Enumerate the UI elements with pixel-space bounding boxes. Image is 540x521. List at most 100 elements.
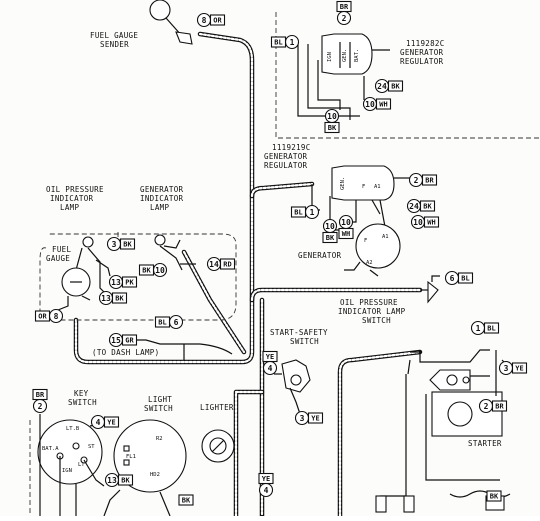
- terminal-lt-b-label: LT.B: [66, 426, 80, 432]
- wire-color-box: [178, 494, 194, 506]
- label-line: GAUGE: [46, 254, 70, 263]
- terminal-a1-label: A1: [374, 184, 381, 190]
- wire-number: 3: [112, 240, 117, 249]
- regulator-enclosure-border: [275, 12, 540, 139]
- wire-color-box: [32, 388, 48, 401]
- wire-number: 15: [111, 336, 121, 345]
- wire-number: 10: [341, 218, 351, 227]
- wire-color-code: YE: [262, 475, 270, 483]
- wire-color-box: [375, 98, 392, 110]
- wire-color-code: BR: [495, 403, 504, 411]
- label-line: KEY: [74, 389, 89, 398]
- wire-number: 1: [476, 324, 481, 333]
- wire-color-code: BK: [326, 234, 335, 242]
- label-line: LAMP: [150, 203, 169, 212]
- wire-color-box: [121, 334, 138, 346]
- wire-color-box: [119, 238, 136, 250]
- wire-color-box: [121, 276, 138, 288]
- wire-callout: BK: [486, 490, 502, 502]
- wire-callout: 3 BK: [106, 236, 136, 252]
- wire-callout: 4YE: [258, 472, 274, 498]
- wire-color-code: YE: [107, 419, 115, 427]
- label-line: GENERATOR: [264, 152, 308, 161]
- wire-color-code: BK: [490, 493, 499, 501]
- wire-color-box: [486, 490, 502, 502]
- wire-number: 2: [342, 14, 347, 23]
- wire-color-code: YE: [515, 365, 523, 373]
- wire-color-code: BK: [182, 497, 191, 505]
- label-line: SWITCH: [362, 316, 391, 325]
- starter-label: STARTER: [468, 439, 502, 448]
- wire-number: 8: [202, 16, 207, 25]
- wire-color-box: [154, 316, 171, 328]
- wire-color-code: RD: [223, 261, 231, 269]
- wire-number: 24: [377, 82, 387, 91]
- terminal-ign-label: IGN: [327, 52, 333, 62]
- terminal-field-label: F: [362, 184, 365, 190]
- wire-number: 10: [327, 112, 337, 121]
- wire-number: 8: [54, 312, 59, 321]
- main-harness: [73, 31, 423, 519]
- wire-color-code: BK: [123, 241, 132, 249]
- wire-color-code: BL: [158, 319, 166, 327]
- wire-color-code: BR: [340, 3, 349, 11]
- wire-number: 4: [268, 364, 273, 373]
- wire-callout: 15 GR: [108, 332, 138, 348]
- wire-number: 4: [96, 418, 101, 427]
- wire-color-box: [322, 231, 338, 244]
- wire-color-box: [138, 264, 155, 276]
- wire-number: 10: [325, 222, 335, 231]
- label-line: FUEL: [52, 245, 71, 254]
- wire-number: 14: [209, 260, 219, 269]
- wire-color-box: [111, 292, 128, 304]
- label-line: SWITCH: [144, 404, 173, 413]
- label-line: 1119282C: [406, 39, 445, 48]
- wire-color-code: BL: [274, 39, 282, 47]
- wire-number: 1: [290, 38, 295, 47]
- label-line: INDICATOR: [50, 194, 94, 203]
- wire-color-box: [307, 412, 324, 424]
- wire-color-box: [270, 36, 287, 48]
- terminal-r2-label: R2: [156, 436, 163, 442]
- terminal-lt-label: LT: [78, 462, 85, 468]
- generator-label: GENERATOR: [298, 251, 342, 260]
- wire-callout: 6BL: [154, 314, 184, 330]
- starter: STARTER: [375, 349, 511, 513]
- wire-color-box: [338, 227, 354, 240]
- wire-number: 24: [409, 202, 419, 211]
- wire-color-box: [491, 400, 508, 412]
- terminal-bat-label: BAT.: [354, 49, 360, 62]
- wire-color-box: [336, 0, 352, 13]
- lighter: LIGHTER: [200, 403, 235, 463]
- terminal-gen-label: GEN.: [342, 49, 348, 62]
- dash-enclosure: [39, 233, 237, 321]
- label-line: SWITCH: [68, 398, 97, 407]
- label-line: REGULATOR: [400, 57, 444, 66]
- wire-callout: 14 RD: [206, 256, 236, 272]
- terminal-fl1-label: FL1: [126, 454, 136, 460]
- wire-callout: 8OR: [34, 308, 64, 324]
- wire-color-code: WH: [342, 230, 350, 238]
- wire-color-code: GR: [125, 337, 134, 345]
- wire-color-code: YE: [266, 353, 274, 361]
